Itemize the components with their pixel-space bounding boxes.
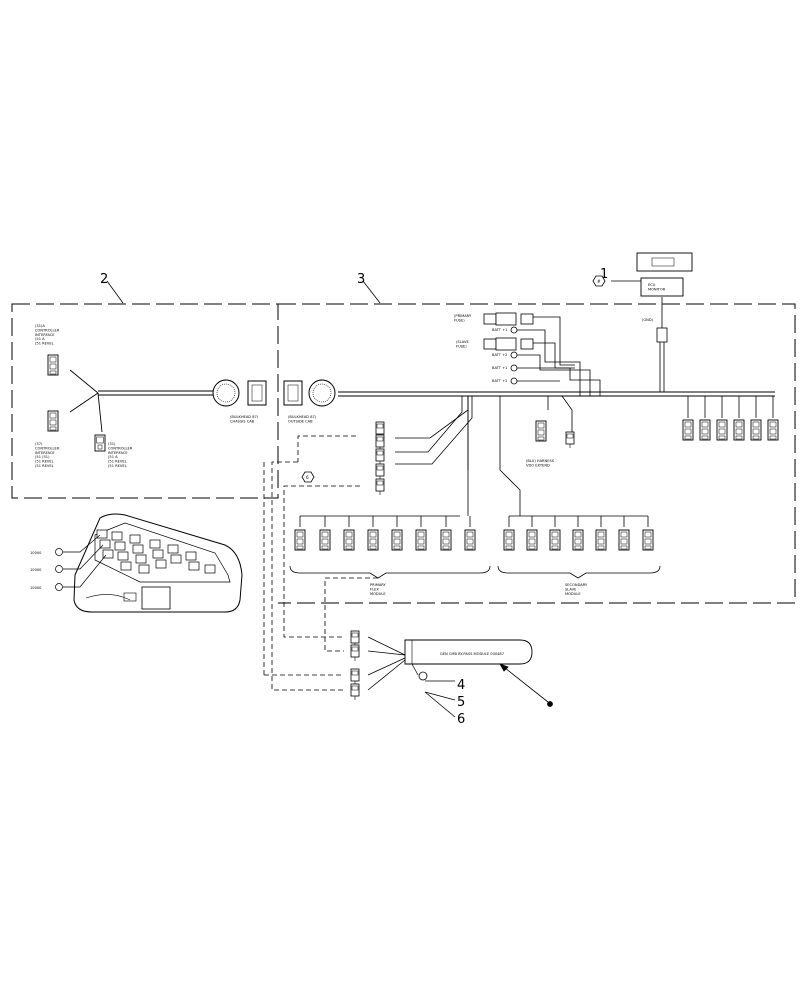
primary-module-bus bbox=[299, 396, 471, 527]
vdo-extend-branch bbox=[535, 395, 575, 449]
main-harness-trunk bbox=[69, 369, 775, 433]
callout-1: 1 bbox=[600, 267, 608, 282]
callout-leaders bbox=[106, 280, 641, 718]
secondary-module-brace bbox=[497, 565, 661, 579]
right-connectors bbox=[682, 419, 779, 441]
hex-note-icon: # bbox=[592, 275, 606, 287]
mid-hex-marker: 6 bbox=[301, 471, 315, 483]
bypass-module-label: GEN CMB BY-PASS MODULE 000487 bbox=[440, 652, 504, 656]
battery-labels: BATT +1 BATT +2 BATT +1 BATT +2 bbox=[492, 328, 507, 383]
primary-module-brace bbox=[289, 565, 491, 579]
switch-1-label: 10000 bbox=[30, 551, 42, 555]
bypass-connectors bbox=[350, 630, 360, 701]
primary-module-connectors bbox=[294, 529, 476, 551]
console-switch-bank bbox=[96, 529, 216, 574]
bulkhead-outside-label: (BULKHEAD 87)OUTSIDE CAB bbox=[288, 415, 317, 423]
bypass-module: GEN CMB BY-PASS MODULE 000487 bbox=[404, 639, 533, 681]
callout-4: 4 bbox=[457, 678, 465, 693]
gnd-label: (GND) bbox=[642, 318, 654, 322]
switch-3-label: 10000 bbox=[30, 586, 42, 590]
switch-connectors bbox=[375, 421, 385, 496]
callout-labels: 2 3 1 4 5 6 bbox=[100, 267, 608, 727]
batt-2-label: BATT +2 bbox=[492, 353, 507, 357]
ecu-drop-cable: (GND) bbox=[642, 297, 668, 392]
mid-hex-label: 6 bbox=[306, 475, 309, 480]
switch-connector-stack bbox=[395, 396, 473, 470]
console-callout-leaders bbox=[63, 534, 107, 588]
hex-note-label: # bbox=[597, 279, 601, 284]
bypass-wires bbox=[367, 636, 406, 691]
secondary-module-connectors bbox=[503, 529, 654, 551]
bypass-note-arrow bbox=[499, 663, 553, 707]
bulkhead-inside-connector: (BULKHEAD 87)CHASSIS CAB bbox=[212, 379, 267, 423]
batt-1-label: BATT +1 bbox=[492, 328, 507, 332]
secondary-module-bus bbox=[499, 396, 649, 527]
dashed-routing bbox=[263, 435, 378, 691]
bulkhead-outside-connector: (BULKHEAD 87)OUTSIDE CAB bbox=[283, 379, 336, 423]
switch-2-label: 10000 bbox=[30, 568, 42, 572]
callout-6: 6 bbox=[457, 712, 465, 727]
console-callouts bbox=[55, 548, 63, 591]
right-connector-row bbox=[687, 396, 774, 418]
battery-ring-terminals bbox=[510, 326, 601, 396]
callout-5: 5 bbox=[457, 695, 465, 710]
callout-2: 2 bbox=[100, 272, 108, 287]
callout-3: 3 bbox=[357, 272, 365, 287]
batt-3-label: BATT +1 bbox=[492, 366, 507, 370]
harness-section-boundary bbox=[11, 303, 796, 604]
batt-4-label: BATT +2 bbox=[492, 379, 507, 383]
bulkhead-inside-label: (BULKHEAD 87)CHASSIS CAB bbox=[230, 415, 259, 423]
